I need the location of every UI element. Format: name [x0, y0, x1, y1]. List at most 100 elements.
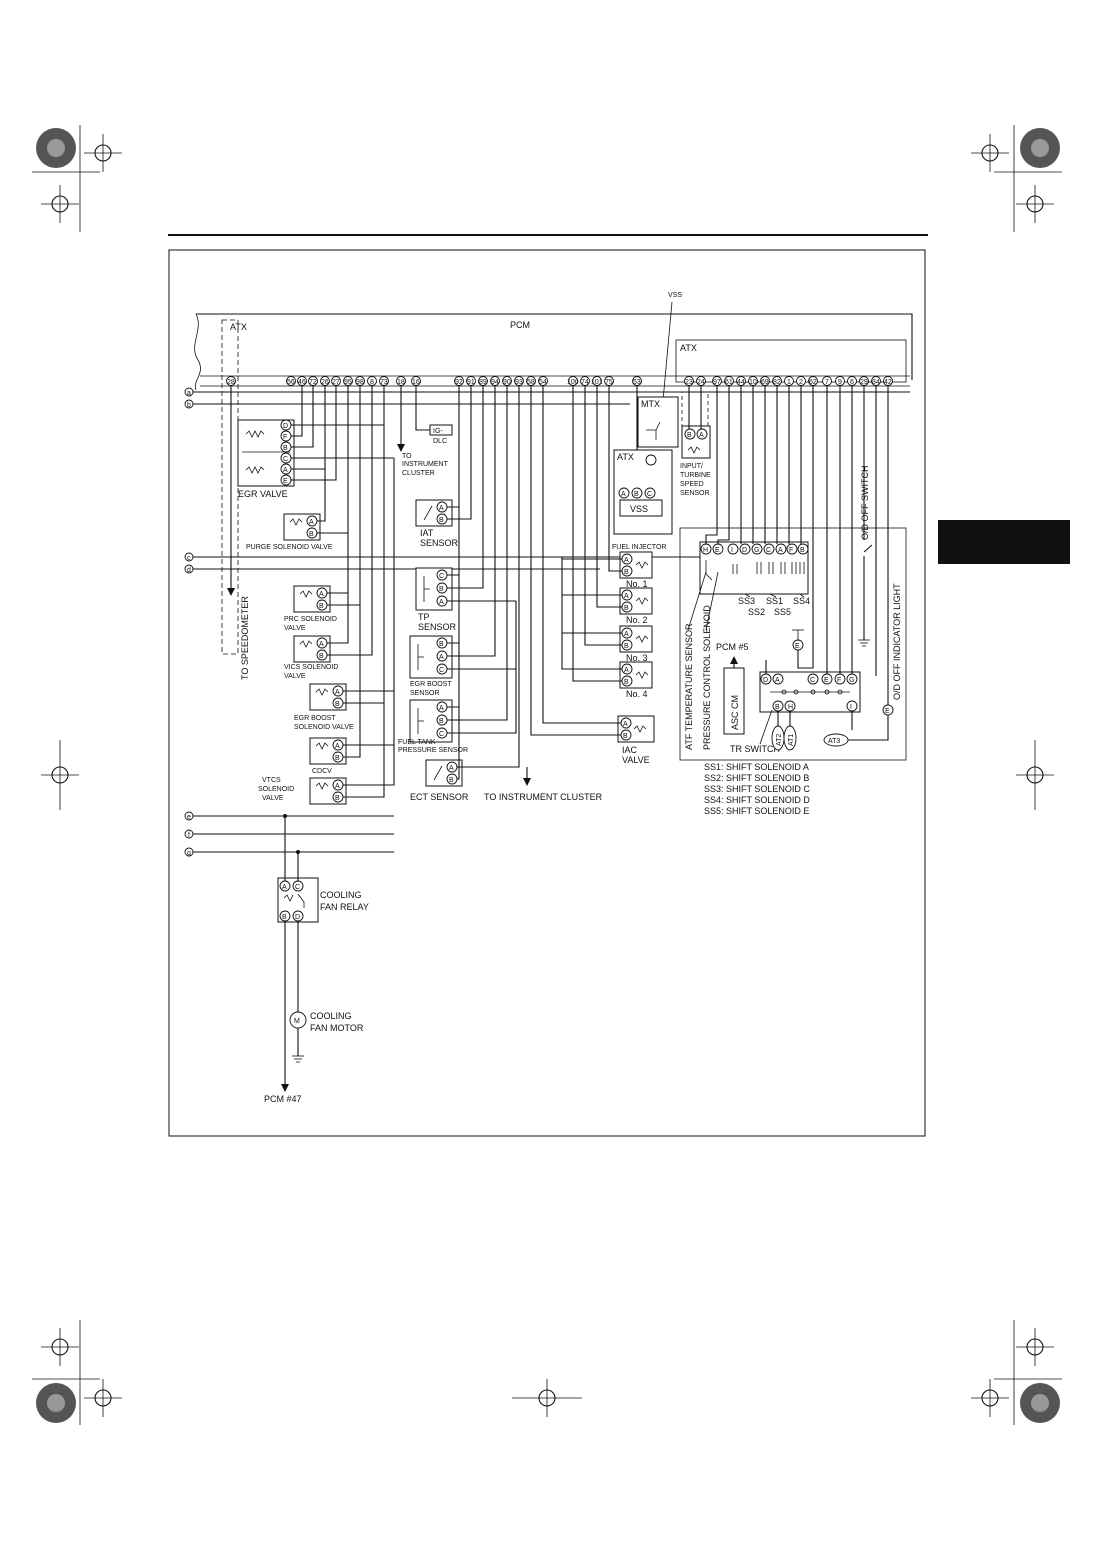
cooling-fan-motor: M COOLING FAN MOTOR — [289, 921, 364, 1063]
pcm-atx-right-label: ATX — [680, 343, 697, 353]
svg-text:A: A — [624, 667, 629, 674]
motor-m-label: M — [294, 1018, 300, 1025]
shift-solenoid-legend: SS1: SHIFT SOLENOID A SS2: SHIFT SOLENOI… — [704, 762, 810, 816]
pin-58: 58 — [527, 379, 535, 386]
pin-1: 1 — [787, 379, 791, 386]
fuel-injector-3: A B No. 3 — [619, 625, 653, 663]
svg-text:A: A — [624, 557, 629, 564]
at3-label: AT3 — [828, 738, 840, 745]
svg-text:H: H — [788, 704, 793, 711]
input-label-1: INPUT/ — [680, 463, 703, 470]
svg-text:F: F — [283, 434, 287, 441]
svg-text:B: B — [319, 653, 324, 660]
tp-label-1: TP — [418, 612, 430, 622]
vtcs-label-3: VALVE — [262, 795, 284, 802]
legend-ss3: SS3: SHIFT SOLENOID C — [704, 784, 810, 794]
pcs-label: PRESSURE CONTROL SOLENOID — [702, 605, 712, 750]
bus-c: c — [187, 555, 191, 562]
at2-label: AT2 — [776, 734, 783, 746]
fuel-tank-label-2: PRESSURE SENSOR — [398, 747, 468, 754]
svg-text:C: C — [439, 667, 444, 674]
pin-72: 72 — [309, 379, 317, 386]
svg-text:E: E — [885, 708, 890, 715]
svg-text:B: B — [335, 795, 340, 802]
registration-mark-bottom-right — [971, 1320, 1062, 1425]
ss2-label: SS2 — [748, 607, 765, 617]
svg-text:A: A — [624, 631, 629, 638]
svg-text:B: B — [335, 755, 340, 762]
bus-e: e — [187, 814, 191, 821]
pin-92: 92 — [455, 379, 463, 386]
egr-boost-sensor-label-2: SENSOR — [410, 690, 440, 697]
ascm-label: ASC CM — [730, 695, 740, 730]
pin-27: 27 — [332, 379, 340, 386]
svg-text:A: A — [309, 519, 314, 526]
svg-text:A: A — [319, 641, 324, 648]
egr-boost-sensor: B A C EGR BOOST SENSOR — [409, 635, 453, 697]
pcm-title: PCM — [510, 320, 530, 330]
pin-98: 98 — [356, 379, 364, 386]
pin-54: 54 — [539, 379, 547, 386]
to-cluster-label-1: TO — [402, 453, 412, 460]
registration-mark-left-middle — [41, 740, 79, 810]
pin-9: 9 — [838, 379, 842, 386]
svg-text:C: C — [647, 491, 652, 498]
bus-d: d — [187, 567, 191, 574]
registration-mark-right-middle — [1016, 740, 1054, 810]
egr-boost-sensor-label-1: EGR BOOST — [410, 681, 452, 688]
svg-text:A: A — [319, 591, 324, 598]
prc-label-1: PRC SOLENOID — [284, 616, 337, 623]
pin-74: 74 — [581, 379, 589, 386]
tp-sensor: C B A TP SENSOR — [415, 567, 457, 632]
section-tab — [938, 520, 1070, 564]
egr-valve-label: EGR VALVE — [238, 489, 288, 499]
cooling-relay-label-1: COOLING — [320, 890, 362, 900]
svg-text:F: F — [837, 677, 841, 684]
svg-text:B: B — [309, 531, 314, 538]
pin-6: 6 — [850, 379, 854, 386]
svg-text:B: B — [439, 718, 444, 725]
pin-89: 89 — [479, 379, 487, 386]
vss-box-label: VSS — [630, 504, 648, 514]
atx-solenoid-block: H E I D G C A F B — [699, 541, 809, 595]
pin-24: 24 — [697, 379, 705, 386]
iat-label-1: IAT — [420, 528, 434, 538]
od-switch-label: O/D OFF SWITCH — [860, 466, 870, 541]
pin-29: 29 — [860, 379, 868, 386]
svg-text:B: B — [439, 586, 444, 593]
svg-text:E: E — [824, 677, 829, 684]
svg-text:H: H — [703, 547, 708, 554]
pcm-atx-box-left — [221, 319, 239, 655]
svg-text:A: A — [439, 599, 444, 606]
svg-text:C: C — [295, 884, 300, 891]
ect-label: ECT SENSOR — [410, 792, 469, 802]
legend-ss4: SS4: SHIFT SOLENOID D — [704, 795, 810, 805]
atf-temp-label: ATF TEMPERATURE SENSOR — [684, 623, 694, 750]
pcm5-label: PCM #5 — [716, 642, 749, 652]
pin-61: 61 — [725, 379, 733, 386]
pin-82: 82 — [773, 379, 781, 386]
bus-f: f — [188, 832, 190, 839]
egr-boost-solenoid-valve: A B EGR BOOST SOLENOID VALVE — [294, 683, 354, 731]
to-cluster-label-3: CLUSTER — [402, 470, 435, 477]
fuel-injector-1: A B No. 1 — [619, 551, 653, 589]
svg-text:A: A — [624, 593, 629, 600]
svg-text:D: D — [283, 423, 288, 430]
cdcv: A B CDCV — [309, 737, 347, 775]
tr-switch-label: TR SWITCH — [730, 744, 780, 754]
ss3-label: SS3 — [738, 596, 755, 606]
svg-text:E: E — [715, 547, 720, 554]
ss1-label: SS1 — [766, 596, 783, 606]
svg-text:E: E — [795, 643, 800, 650]
svg-text:A: A — [775, 677, 780, 684]
egr-boost-sol-label-1: EGR BOOST — [294, 715, 336, 722]
svg-text:B: B — [634, 491, 639, 498]
svg-text:D: D — [763, 677, 768, 684]
pin-90: 90 — [503, 379, 511, 386]
pin-18: 18 — [397, 379, 405, 386]
svg-text:D: D — [295, 914, 300, 921]
bus-b: b — [187, 402, 191, 409]
pin-46: 46 — [298, 379, 306, 386]
tr-switch: D A C E F G B H I — [759, 671, 861, 713]
